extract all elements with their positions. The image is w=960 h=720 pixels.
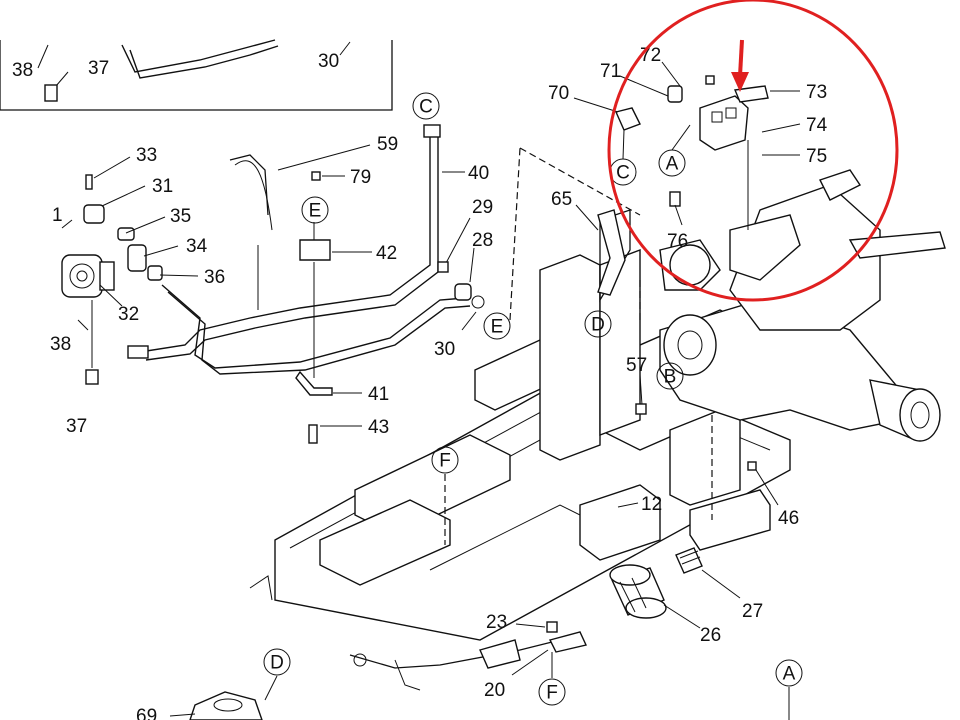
control-valve-block (615, 75, 769, 230)
callout-75: 75 (806, 146, 827, 167)
svg-text:D: D (591, 315, 605, 336)
callout-70: 70 (548, 83, 569, 104)
callout-28: 28 (472, 230, 493, 251)
callout-37-inset: 37 (88, 58, 109, 79)
svg-text:A: A (666, 154, 679, 175)
ref-circle-c-valve: C (609, 158, 637, 186)
callout-26: 26 (700, 625, 721, 646)
ref-circle-e-left: E (301, 196, 329, 224)
ref-circle-a-valve: A (658, 149, 686, 177)
callout-65: 65 (551, 189, 572, 210)
svg-text:D: D (270, 653, 284, 674)
callout-38-inset: 38 (12, 60, 33, 81)
callout-74: 74 (806, 115, 828, 136)
callout-38: 38 (50, 334, 71, 355)
callout-33: 33 (136, 145, 157, 166)
callout-43: 43 (368, 417, 389, 438)
highlight-arrow-icon (731, 39, 749, 92)
callout-42: 42 (376, 243, 397, 264)
callout-30-inset: 30 (318, 51, 339, 72)
ref-circle-c-top: C (412, 92, 440, 120)
callout-46: 46 (778, 508, 799, 529)
ref-circle-b: B (656, 362, 684, 390)
callout-72: 72 (640, 45, 661, 66)
inset-box (0, 39, 393, 111)
callout-20: 20 (484, 680, 505, 701)
callout-29: 29 (472, 197, 493, 218)
transmission-housing (659, 169, 946, 442)
ref-circle-a-bottom: A (775, 659, 803, 687)
callout-57: 57 (626, 355, 647, 376)
callout-40: 40 (468, 163, 489, 184)
callout-79: 79 (350, 167, 371, 188)
callout-35: 35 (170, 206, 191, 227)
oil-filter (609, 547, 703, 619)
callout-37: 37 (66, 416, 87, 437)
tractor-frame (249, 209, 801, 691)
svg-text:E: E (491, 317, 504, 338)
ref-circle-f-bottom: F (538, 678, 566, 706)
ref-circle-f-top: F (431, 446, 459, 474)
tank-69 (189, 691, 263, 720)
callout-32: 32 (118, 304, 139, 325)
callout-69: 69 (136, 706, 157, 720)
callout-23: 23 (486, 612, 507, 633)
ref-circle-e-mid: E (483, 312, 511, 340)
svg-text:B: B (664, 367, 677, 388)
ref-circle-d-mid: D (584, 310, 612, 338)
hydraulic-pipes (127, 124, 485, 375)
callout-31: 31 (152, 176, 173, 197)
callout-76: 76 (667, 231, 688, 252)
highlight-circle (607, 0, 899, 302)
ref-circle-d-bottom: D (263, 648, 291, 676)
callout-27: 27 (742, 601, 763, 622)
callout-30: 30 (434, 339, 455, 360)
svg-text:E: E (309, 201, 322, 222)
callout-1: 1 (52, 205, 63, 226)
callout-73: 73 (806, 82, 827, 103)
svg-text:F: F (546, 683, 558, 704)
svg-text:A: A (783, 664, 796, 685)
svg-text:C: C (616, 163, 630, 184)
callout-36: 36 (204, 267, 225, 288)
callout-12: 12 (641, 494, 662, 515)
svg-text:F: F (439, 451, 451, 472)
bracket-42 (295, 222, 333, 444)
callout-71: 71 (600, 61, 621, 82)
svg-text:C: C (419, 97, 433, 118)
callout-59: 59 (377, 134, 398, 155)
callout-41: 41 (368, 384, 389, 405)
callout-34: 34 (186, 236, 208, 257)
